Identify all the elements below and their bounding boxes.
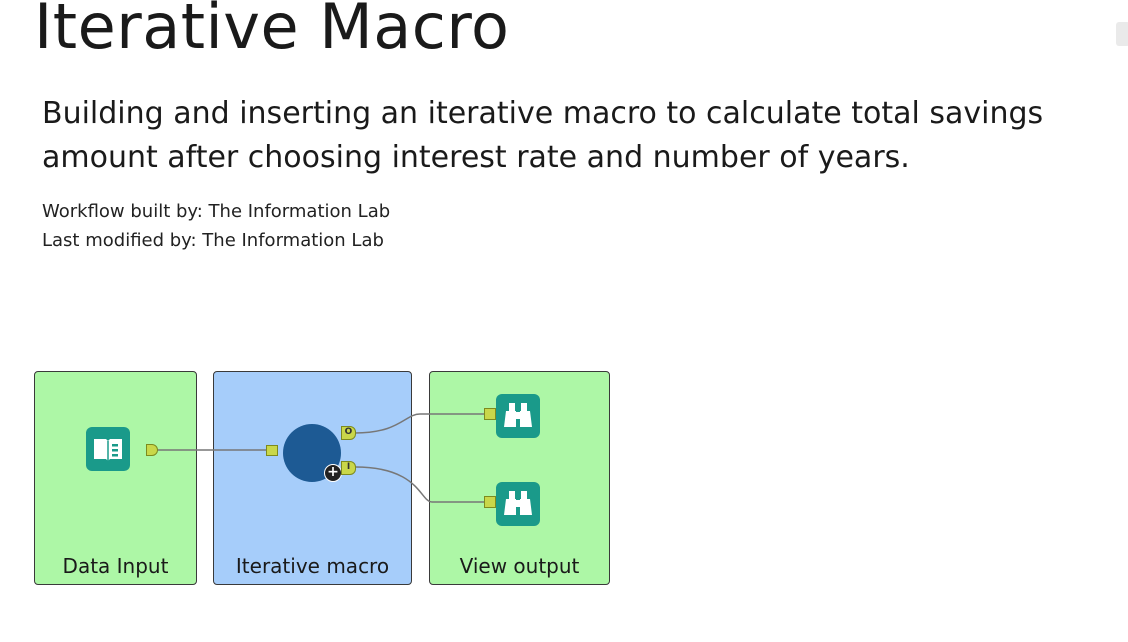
output-anchor[interactable] bbox=[146, 444, 158, 456]
binoculars-icon bbox=[504, 403, 532, 427]
container-label: Data Input bbox=[62, 554, 169, 578]
browse-tool-2[interactable] bbox=[496, 482, 540, 526]
connection-line bbox=[354, 413, 484, 434]
input-anchor[interactable] bbox=[266, 445, 278, 456]
book-icon bbox=[94, 439, 122, 461]
anchor-label: O bbox=[344, 427, 353, 437]
output-anchor-o[interactable]: O bbox=[341, 426, 356, 440]
modified-by-text: Last modified by: The Information Lab bbox=[42, 230, 384, 251]
container-label: Iterative macro bbox=[235, 554, 390, 578]
input-anchor[interactable] bbox=[484, 408, 496, 420]
input-data-tool[interactable] bbox=[86, 427, 130, 471]
container-data-input[interactable]: Data Input bbox=[34, 371, 197, 585]
container-label: View output bbox=[459, 554, 580, 578]
binoculars-icon bbox=[504, 491, 532, 515]
connection-line bbox=[354, 466, 484, 503]
input-anchor[interactable] bbox=[484, 496, 496, 508]
corner-button[interactable] bbox=[1116, 22, 1128, 46]
built-by-text: Workflow built by: The Information Lab bbox=[42, 201, 391, 222]
anchor-label: I bbox=[346, 462, 351, 472]
plus-icon[interactable]: + bbox=[324, 464, 342, 482]
browse-tool-1[interactable] bbox=[496, 394, 540, 438]
page-subtitle: Building and inserting an iterative macr… bbox=[42, 96, 1044, 175]
page-title: Iterative Macro bbox=[34, 0, 510, 63]
output-anchor-i[interactable]: I bbox=[341, 461, 356, 475]
